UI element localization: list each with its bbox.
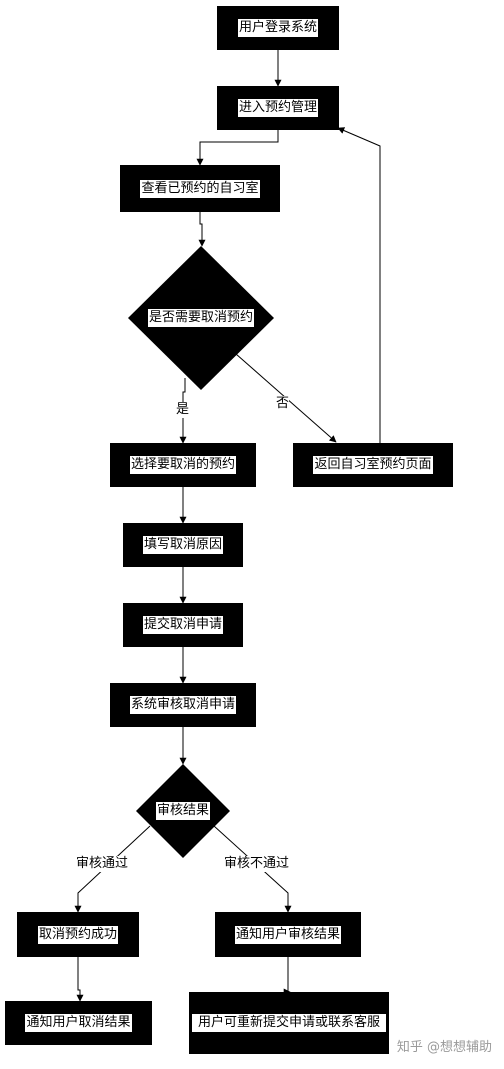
node-label: 是否需要取消预约 xyxy=(147,309,254,327)
node-label: 用户可重新提交申请或联系客服 xyxy=(192,1014,386,1032)
edge-notify-resubmit xyxy=(283,957,291,996)
node-fill-reason: 填写取消原因 xyxy=(123,523,243,567)
node-view-booked: 查看已预约的自习室 xyxy=(120,165,280,212)
node-notify-review-result: 通知用户审核结果 xyxy=(215,912,361,957)
node-label: 取消预约成功 xyxy=(37,925,118,944)
edge-result-notify xyxy=(213,825,292,913)
edge-label-yes: 是 xyxy=(176,402,190,418)
node-label: 选择要取消的预约 xyxy=(129,456,236,474)
node-enter-booking: 进入预约管理 xyxy=(217,86,339,130)
edge-label-fail: 审核不通过 xyxy=(224,856,290,872)
edge-label-pass: 审核通过 xyxy=(76,856,129,872)
node-submit-request: 提交取消申请 xyxy=(123,603,243,647)
watermark: 知乎 @想想辅助 xyxy=(396,1040,492,1055)
node-label: 查看已预约的自习室 xyxy=(140,179,260,198)
edge-result-success xyxy=(74,825,151,913)
node-label: 填写取消原因 xyxy=(142,536,223,554)
edge-success-notifycancel xyxy=(76,957,84,1002)
node-label: 用户登录系统 xyxy=(237,19,318,37)
node-label: 返回自习室预约页面 xyxy=(313,456,433,474)
node-label: 审核结果 xyxy=(155,802,210,820)
decision-cancel-label-wrap: 是否需要取消预约 xyxy=(128,246,274,390)
node-label: 系统审核取消申请 xyxy=(129,696,236,714)
edge-view-decide xyxy=(198,212,206,247)
node-return-page: 返回自习室预约页面 xyxy=(293,443,453,487)
node-notify-cancel-result: 通知用户取消结果 xyxy=(5,1001,152,1045)
edge-label-no: 否 xyxy=(276,396,290,412)
node-label: 通知用户审核结果 xyxy=(234,925,341,944)
node-select-cancel: 选择要取消的预约 xyxy=(110,443,256,487)
decision-result-label-wrap: 审核结果 xyxy=(136,764,230,858)
node-cancel-success: 取消预约成功 xyxy=(17,912,139,957)
node-user-login: 用户登录系统 xyxy=(217,6,339,50)
edge-return-enter xyxy=(337,127,381,443)
node-system-review: 系统审核取消申请 xyxy=(110,683,256,727)
node-label: 提交取消申请 xyxy=(142,616,223,634)
node-resubmit-or-contact: 用户可重新提交申请或联系客服 xyxy=(189,992,389,1054)
node-label: 通知用户取消结果 xyxy=(25,1014,132,1032)
edge-enter-view xyxy=(196,130,279,166)
node-label: 进入预约管理 xyxy=(237,99,318,117)
